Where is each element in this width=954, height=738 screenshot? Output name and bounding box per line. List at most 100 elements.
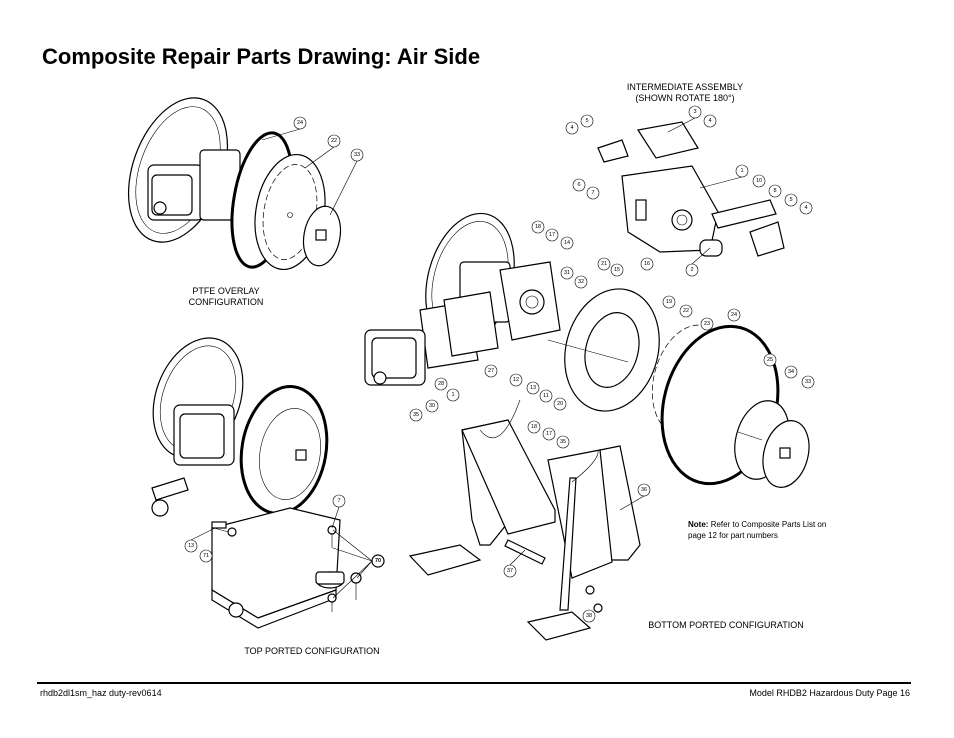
- callout-number: 33: [354, 152, 360, 158]
- top-ported-label: TOP PORTED CONFIGURATION: [244, 646, 380, 656]
- callout-number: 24: [731, 312, 737, 318]
- callout-number: 71: [203, 553, 209, 559]
- callout: 38: [582, 609, 596, 623]
- callout-number: 21: [601, 261, 607, 267]
- callout-number: 16: [644, 261, 650, 267]
- callout-number: 24: [297, 120, 303, 126]
- callout: 15: [610, 263, 624, 277]
- callout: 28: [434, 377, 448, 391]
- callout-number: 33: [805, 379, 811, 385]
- callout-number: 30: [429, 403, 435, 409]
- callout: 33: [350, 148, 364, 162]
- callout-number: 22: [683, 308, 689, 314]
- callout-number: 37: [507, 568, 513, 574]
- callout: 19: [662, 295, 676, 309]
- callout-number: 31: [564, 270, 570, 276]
- callout: 25: [763, 353, 777, 367]
- callout-number: 70: [375, 558, 381, 564]
- ptfe-label-line1: PTFE OVERLAY: [192, 286, 260, 296]
- callout-number: 2: [690, 267, 693, 273]
- intermediate-label-line1: INTERMEDIATE ASSEMBLY: [626, 82, 744, 92]
- callout-number: 17: [549, 232, 555, 238]
- bottom-ported-label: BOTTOM PORTED CONFIGURATION: [648, 620, 804, 630]
- callout-number: 14: [564, 240, 570, 246]
- callout-number: 22: [331, 138, 337, 144]
- callout: 30: [425, 399, 439, 413]
- callouts-intermediate: 3 4 5 4 6 7 1 10 8 5 4 2: [565, 105, 813, 277]
- callout: 17: [542, 427, 556, 441]
- callout: 34: [784, 365, 798, 379]
- callout: 18: [531, 220, 545, 234]
- callout-number: 18: [531, 424, 537, 430]
- callout: 13: [526, 381, 540, 395]
- callout: 8: [768, 184, 782, 198]
- callout: 37: [503, 564, 517, 578]
- callout: 4: [565, 121, 579, 135]
- ptfe-label-line2: CONFIGURATION: [188, 297, 264, 307]
- callout-number: 13: [530, 385, 536, 391]
- top-ported-assembly: [151, 337, 362, 629]
- callout-number: 7: [337, 498, 340, 504]
- callouts-ptfe: 24 22 33: [293, 116, 364, 162]
- footer-rule: [37, 682, 911, 684]
- intermediate-label-line2: (SHOWN ROTATE 180°): [635, 93, 735, 103]
- callout: 20: [553, 397, 567, 411]
- callout-number: 6: [577, 182, 580, 188]
- callout-number: 27: [488, 368, 494, 374]
- callout: 17: [545, 228, 559, 242]
- callout: 7: [332, 494, 346, 508]
- note-text: Refer to Composite Parts List on page 12…: [688, 520, 827, 540]
- bottom-ported-assembly: [364, 212, 810, 641]
- callout: 6: [572, 178, 586, 192]
- callout-number: 35: [560, 439, 566, 445]
- callout-number: 15: [614, 267, 620, 273]
- callout: 70: [371, 554, 385, 568]
- callout: 24: [727, 308, 741, 322]
- callout-number: 18: [535, 224, 541, 230]
- callout-number: 4: [804, 205, 807, 211]
- ptfe-overlay-label: PTFE OVERLAY CONFIGURATION: [176, 286, 276, 308]
- callout: 10: [752, 174, 766, 188]
- callout-number: 17: [546, 431, 552, 437]
- leader-lines: [190, 117, 743, 599]
- callout-number: 1: [451, 392, 454, 398]
- callout-number: 38: [586, 613, 592, 619]
- callout-number: 12: [513, 377, 519, 383]
- callout: 5: [580, 114, 594, 128]
- callout: 1: [446, 388, 460, 402]
- callout-number: 7: [591, 190, 594, 196]
- callout: 2: [685, 263, 699, 277]
- callout-number: 4: [708, 118, 711, 124]
- callout: 12: [509, 373, 523, 387]
- callout-number: 35: [413, 412, 419, 418]
- callout: 18: [527, 420, 541, 434]
- callout: 35: [556, 435, 570, 449]
- callout-number: 23: [704, 321, 710, 327]
- note: Note: Refer to Composite Parts List on p…: [688, 519, 838, 541]
- callouts-center: 18 17 14 31 32 21 15 16 19 22 23 24 25 3…: [409, 220, 815, 623]
- footer-right: Model RHDB2 Hazardous Duty Page 16: [749, 688, 910, 698]
- callout: 33: [801, 375, 815, 389]
- callout: 14: [560, 236, 574, 250]
- callout: 11: [539, 389, 553, 403]
- intermediate-assembly: [597, 121, 785, 257]
- callout: 27: [484, 364, 498, 378]
- callout-number: 5: [585, 118, 588, 124]
- ptfe-assembly: [127, 97, 342, 271]
- callout: 23: [700, 317, 714, 331]
- callout: 13: [184, 539, 198, 553]
- callout-number: 34: [788, 369, 794, 375]
- callout: 22: [327, 134, 341, 148]
- callout-number: 4: [570, 125, 573, 131]
- callout: 16: [640, 257, 654, 271]
- callout-number: 20: [557, 401, 563, 407]
- note-label: Note:: [688, 520, 709, 529]
- callout: 24: [293, 116, 307, 130]
- callout: 4: [799, 201, 813, 215]
- callout-number: 3: [693, 109, 696, 115]
- callout: 36: [637, 483, 651, 497]
- callout: 5: [784, 193, 798, 207]
- callout: 3: [688, 105, 702, 119]
- callout: 1: [735, 164, 749, 178]
